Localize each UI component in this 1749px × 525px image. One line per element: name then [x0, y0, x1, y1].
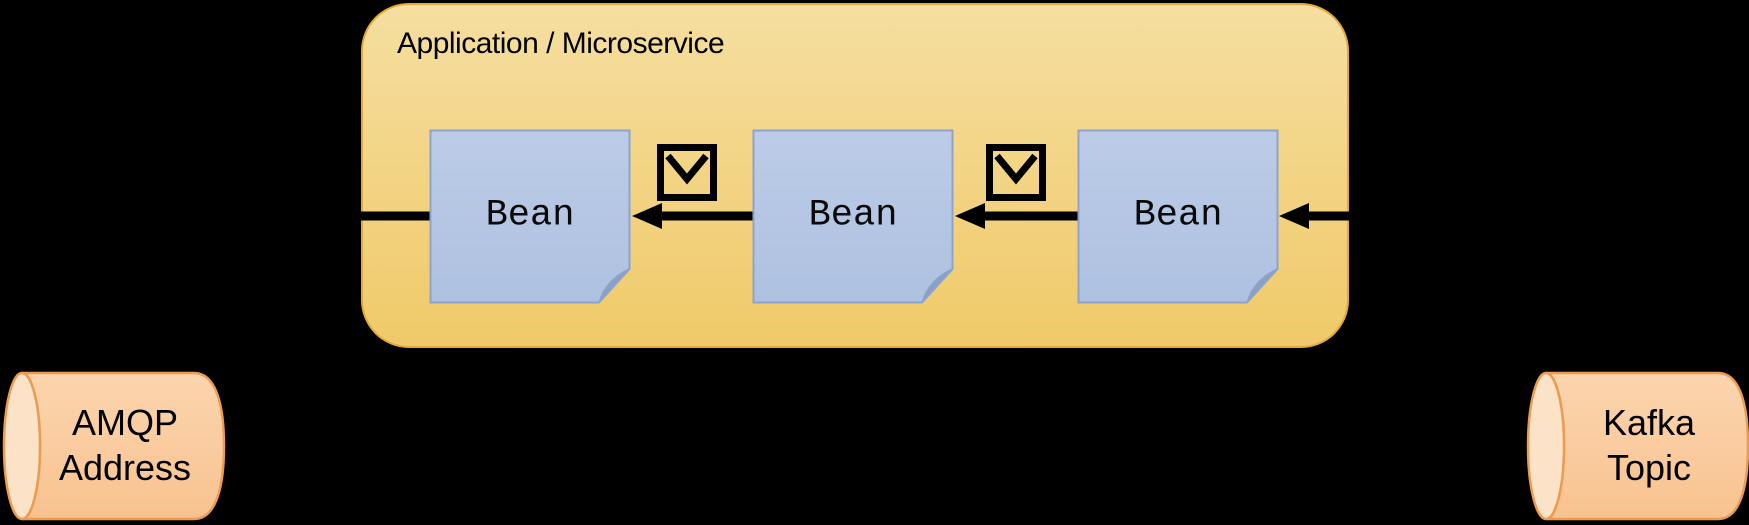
cylinder-shape — [1526, 371, 1749, 521]
kafka-label-line2: Topic — [1606, 447, 1692, 488]
bean-note-2: Bean — [752, 129, 954, 304]
arrow-app-to-amqp — [228, 203, 430, 229]
message-envelope-icon — [657, 144, 717, 201]
arrow-bean2-to-bean1 — [632, 203, 753, 229]
bean-label: Bean — [1133, 193, 1223, 236]
amqp-label-line2: Address — [58, 447, 192, 488]
amqp-label-line1: AMQP — [71, 402, 178, 443]
message-envelope-icon — [986, 144, 1046, 201]
kafka-label-line1: Kafka — [1602, 402, 1696, 443]
bean-label: Bean — [808, 193, 898, 236]
application-title: Application / Microservice — [397, 27, 725, 60]
arrow-bean3-to-bean2 — [955, 203, 1078, 229]
kafka-topic-label: Kafka Topic — [1564, 400, 1734, 490]
kafka-topic-cylinder: Kafka Topic — [1526, 371, 1749, 521]
folded-corner-shape — [752, 129, 954, 304]
bean-note-1: Bean — [429, 129, 631, 304]
arrow-kafka-to-bean3 — [1279, 203, 1526, 229]
folded-corner-shape — [1077, 129, 1279, 304]
bean-note-3: Bean — [1077, 129, 1279, 304]
bean-label: Bean — [485, 193, 575, 236]
amqp-address-cylinder: AMQP Address — [2, 371, 226, 521]
cylinder-shape — [2, 371, 226, 521]
amqp-address-label: AMQP Address — [40, 400, 210, 490]
folded-corner-shape — [429, 129, 631, 304]
